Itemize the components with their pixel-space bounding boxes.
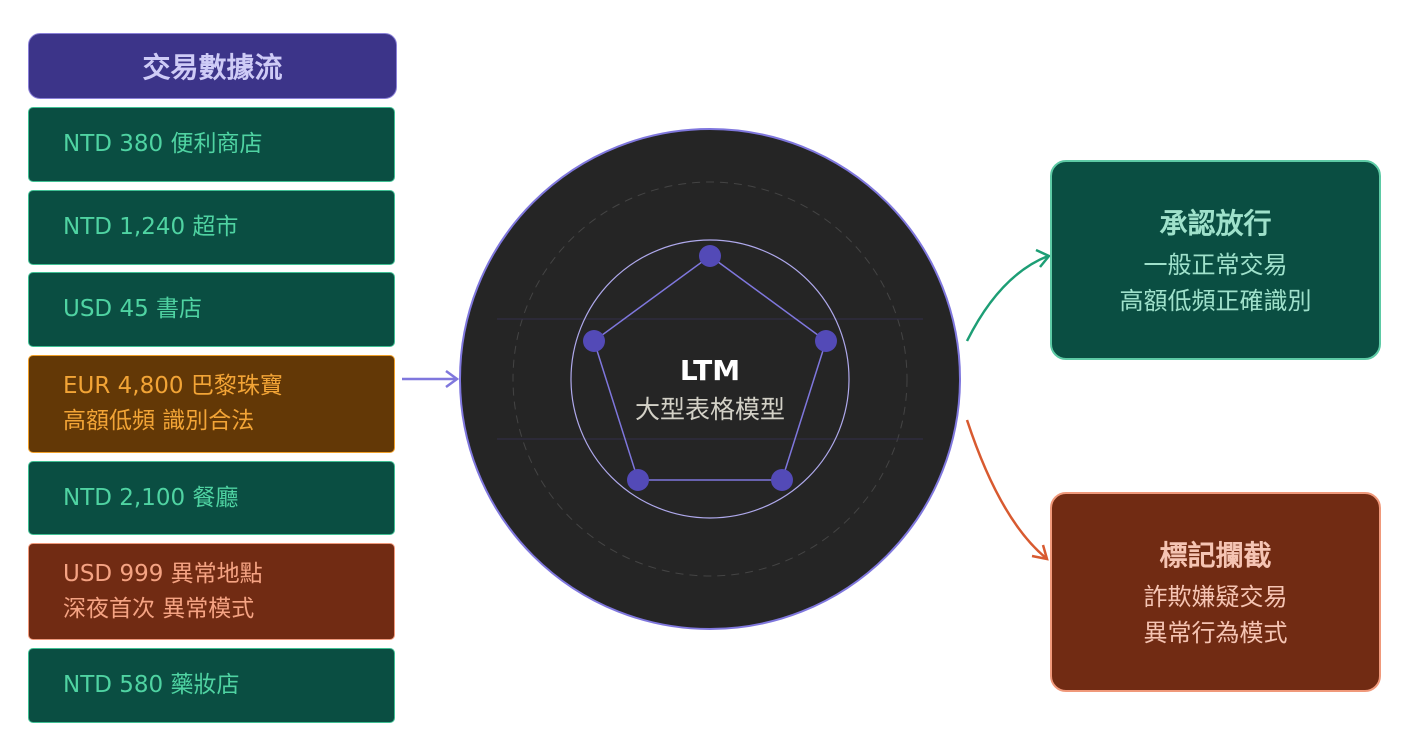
approve-line: 高額低頻正確識別 — [1119, 287, 1312, 315]
inner-ring — [570, 239, 850, 519]
transaction-item-fraud: USD 999 異常地點深夜首次 異常模式 — [28, 543, 395, 640]
transaction-label: NTD 380 便利商店 — [63, 131, 263, 157]
node — [627, 469, 649, 491]
transaction-item: NTD 380 便利商店 — [28, 107, 395, 182]
transaction-note: 深夜首次 異常模式 — [63, 595, 255, 622]
flag-line: 異常行為模式 — [1143, 619, 1288, 647]
node — [815, 330, 837, 352]
approve-output: 承認放行 一般正常交易 高額低頻正確識別 — [1050, 160, 1381, 360]
approve-title: 承認放行 — [1159, 207, 1272, 240]
model-title: LTM — [679, 354, 741, 387]
transaction-item: USD 45 書店 — [28, 272, 395, 347]
transaction-label: USD 45 書店 — [63, 296, 203, 322]
model-subtitle: 大型表格模型 — [634, 395, 785, 424]
transaction-item: NTD 2,100 餐廳 — [28, 461, 395, 535]
flag-line: 詐欺嫌疑交易 — [1143, 583, 1288, 611]
transaction-label: NTD 2,100 餐廳 — [63, 484, 239, 511]
approve-line: 一般正常交易 — [1143, 251, 1288, 279]
header-title: 交易數據流 — [142, 51, 283, 84]
pentagon — [593, 255, 827, 481]
node — [583, 330, 605, 352]
transaction-label: NTD 580 藥妝店 — [63, 672, 240, 698]
transaction-label: EUR 4,800 巴黎珠寶 — [63, 373, 283, 399]
node — [699, 245, 721, 267]
node — [771, 469, 793, 491]
transaction-label: USD 999 異常地點 — [63, 560, 263, 587]
approve-arrow — [965, 254, 1049, 342]
transaction-note: 高額低頻 識別合法 — [63, 408, 255, 434]
transaction-item: NTD 1,240 超市 — [28, 190, 395, 265]
flag-arrow — [965, 419, 1047, 559]
feature-nodes — [583, 245, 837, 491]
model-circle — [459, 128, 961, 630]
transaction-item: NTD 580 藥妝店 — [28, 648, 395, 723]
data-stream-header: 交易數據流 — [28, 33, 397, 99]
flag-output: 標記攔截 詐欺嫌疑交易 異常行為模式 — [1050, 492, 1381, 692]
flag-title: 標記攔截 — [1159, 539, 1272, 572]
transaction-label: NTD 1,240 超市 — [63, 214, 239, 240]
transaction-item-highlighted: EUR 4,800 巴黎珠寶高額低頻 識別合法 — [28, 355, 395, 453]
dashed-ring — [512, 181, 908, 577]
